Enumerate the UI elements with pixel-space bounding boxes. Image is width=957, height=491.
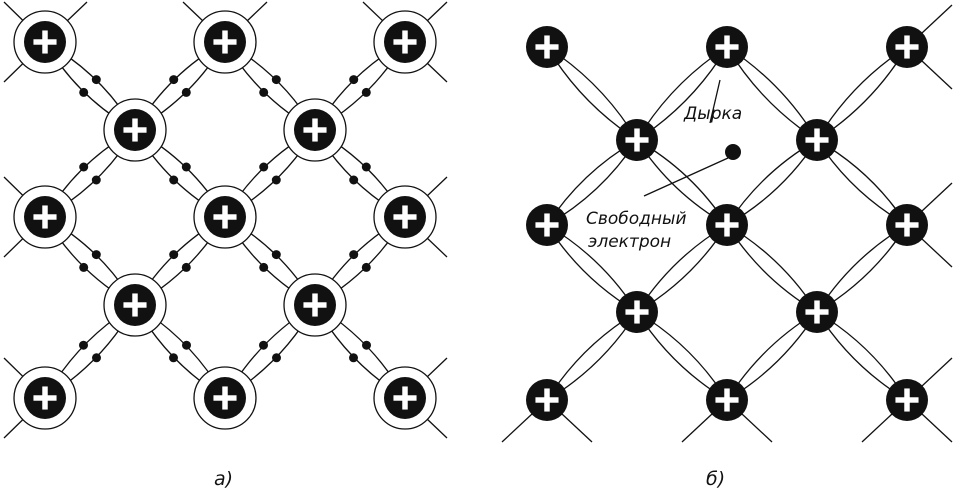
electron-dot (92, 75, 101, 84)
electron-dot (182, 263, 191, 272)
electron-dot (92, 250, 101, 259)
plus-sign-icon (904, 35, 909, 58)
plus-sign-icon (222, 30, 227, 53)
plus-sign-icon (814, 300, 819, 323)
free-electron-leader-line (644, 158, 728, 196)
plus-sign-icon (132, 293, 137, 316)
plus-sign-icon (132, 118, 137, 141)
panel-b-lattice (502, 5, 952, 442)
electron-dot (362, 341, 371, 350)
plus-sign-icon (634, 300, 639, 323)
plus-sign-icon (402, 30, 407, 53)
free-electron-label-line2: электрон (588, 232, 671, 252)
electron-dot (182, 88, 191, 97)
plus-sign-icon (544, 35, 549, 58)
electron-dot (259, 163, 268, 172)
electron-dot (362, 163, 371, 172)
electron-dot (259, 88, 268, 97)
electron-dot (349, 353, 358, 362)
plus-sign-icon (724, 35, 729, 58)
plus-sign-icon (904, 388, 909, 411)
electron-dot (362, 88, 371, 97)
electron-dot (92, 176, 101, 185)
plus-sign-icon (222, 386, 227, 409)
electron-dot (349, 176, 358, 185)
free-electron-label-line1: Свободный (586, 209, 687, 229)
plus-sign-icon (814, 128, 819, 151)
panel-a-lattice (4, 2, 447, 438)
plus-sign-icon (904, 213, 909, 236)
plus-sign-icon (544, 388, 549, 411)
plus-sign-icon (402, 205, 407, 228)
hole-annotation: Дырка (683, 80, 742, 124)
plus-sign-icon (402, 386, 407, 409)
plus-sign-icon (42, 205, 47, 228)
electron-dot (182, 341, 191, 350)
electron-dot (79, 341, 88, 350)
plus-sign-icon (724, 388, 729, 411)
hole-label: Дырка (683, 104, 742, 124)
caption-panel-b: б) (706, 468, 725, 490)
electron-dot (182, 163, 191, 172)
plus-sign-icon (312, 118, 317, 141)
caption-panel-a: а) (214, 468, 233, 490)
electron-dot (169, 250, 178, 259)
plus-sign-icon (312, 293, 317, 316)
electron-dot (169, 176, 178, 185)
electron-dot (92, 353, 101, 362)
plus-sign-icon (222, 205, 227, 228)
plus-sign-icon (544, 213, 549, 236)
electron-dot (272, 176, 281, 185)
plus-sign-icon (634, 128, 639, 151)
electron-dot (169, 353, 178, 362)
electron-dot (259, 263, 268, 272)
electron-dot (79, 88, 88, 97)
electron-dot (349, 250, 358, 259)
plus-sign-icon (42, 30, 47, 53)
electron-dot (79, 163, 88, 172)
electron-dot (362, 263, 371, 272)
electron-dot (349, 75, 358, 84)
electron-dot (259, 341, 268, 350)
electron-dot (169, 75, 178, 84)
electron-dot (79, 263, 88, 272)
electron-dot (272, 75, 281, 84)
electron-dot (272, 250, 281, 259)
electron-dot (272, 353, 281, 362)
plus-sign-icon (42, 386, 47, 409)
plus-sign-icon (724, 213, 729, 236)
